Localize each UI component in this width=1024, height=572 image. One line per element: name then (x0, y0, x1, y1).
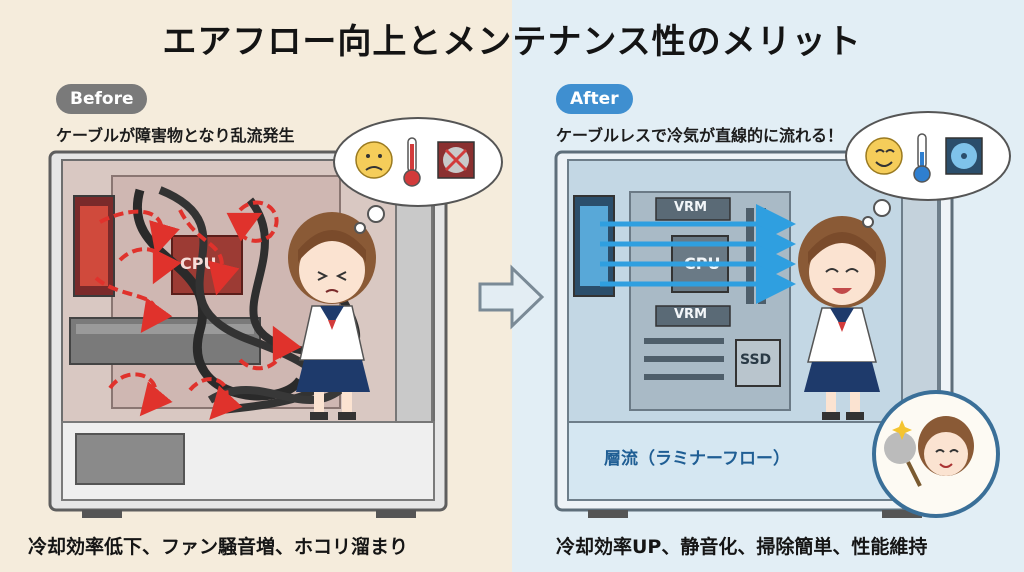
page-title: エアフロー向上とメンテナンス性のメリット (162, 22, 862, 62)
before-bottom-summary: 冷却効率低下、ファン騒音増、ホコリ溜まり (28, 536, 409, 558)
rear-fan (73, 195, 115, 297)
stalled-fan-icon (437, 141, 475, 179)
after-vrm-top-label: VRM (674, 200, 708, 215)
after-vrm-bottom-label: VRM (674, 307, 708, 322)
hot-thermometer-icon (403, 137, 421, 187)
cool-thermometer-icon (913, 133, 931, 183)
after-rear-fan (573, 195, 615, 297)
spinning-fan-icon (945, 137, 983, 175)
after-bottom-summary: 冷却効率UP、静音化、掃除簡単、性能維持 (556, 536, 928, 558)
before-cpu-label: CPU (180, 254, 217, 273)
before-to-after-arrow-icon (478, 264, 545, 330)
happy-face-icon (865, 137, 903, 175)
before-subtitle: ケーブルが障害物となり乱流発生 (56, 126, 295, 145)
sad-face-icon (355, 141, 393, 179)
before-badge: Before (56, 84, 148, 114)
after-ssd-label: SSD (740, 352, 772, 368)
after-subtitle: ケーブルレスで冷気が直線的に流れる！ (556, 126, 844, 145)
duster-icon (884, 432, 922, 487)
sparkle-icon (892, 420, 912, 440)
after-badge: After (556, 84, 633, 114)
laminar-flow-label: 層流（ラミナーフロー） (604, 449, 790, 469)
